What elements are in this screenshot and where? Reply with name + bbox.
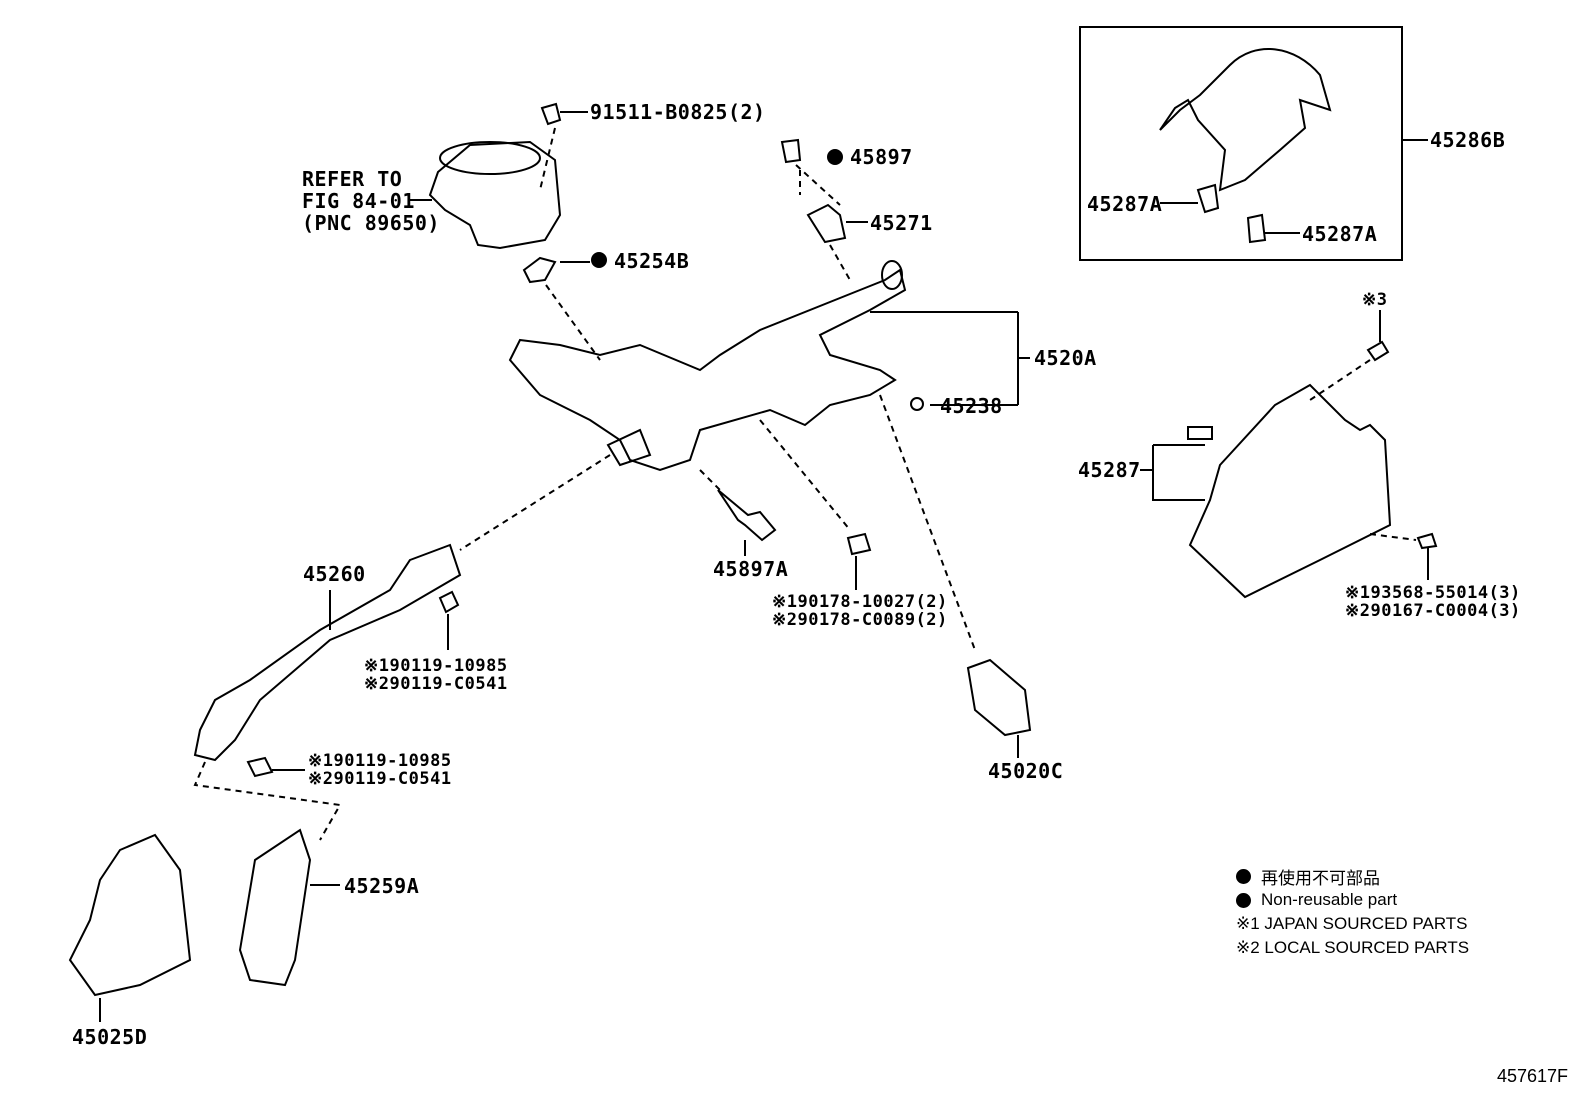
motor-bolt — [540, 102, 562, 126]
label-refer-to: REFER TO — [302, 167, 403, 191]
label-shaft-bolt-local-2: ※290119-C0541 — [308, 769, 452, 789]
label-shaft-bolt-japan-1: ※190119-10985 — [364, 656, 508, 676]
label-cover-screw-local: ※290167-C0004(3) — [1345, 601, 1521, 621]
label-45254B: 45254B — [614, 249, 690, 273]
label-refer-fig: FIG 84-01 — [302, 189, 415, 213]
grommet-45238 — [910, 397, 924, 411]
label-45020C: 45020C — [988, 759, 1064, 783]
upper-column-cover — [1159, 48, 1332, 192]
dust-boot-45025D — [68, 833, 192, 997]
legend-non-reusable-jp: 再使用不可部品 — [1261, 868, 1380, 888]
eps-motor — [428, 140, 562, 250]
label-4520A: 4520A — [1034, 346, 1097, 370]
label-91511-bolt: 91511-B0825(2) — [590, 100, 766, 124]
label-ref-3: ※3 — [1362, 290, 1388, 310]
bolt-45897A — [717, 489, 777, 542]
ecu-45020C — [966, 658, 1032, 737]
label-45260: 45260 — [303, 562, 366, 586]
label-45259A: 45259A — [344, 874, 420, 898]
legend-japan-sourced: ※1 JAPAN SOURCED PARTS — [1236, 914, 1468, 933]
steering-column — [508, 268, 907, 472]
legend-local-sourced: ※2 LOCAL SOURCED PARTS — [1236, 938, 1470, 957]
non-reusable-dot-icon — [1236, 868, 1251, 884]
non-reusable-dot-icon — [1236, 892, 1251, 908]
non-reusable-marker-45897 — [827, 149, 843, 165]
clip-45287A-left — [1196, 183, 1220, 214]
label-45271: 45271 — [870, 211, 933, 235]
figure-id: 457617F — [1496, 1066, 1568, 1086]
legend-non-reusable-en: Non-reusable part — [1261, 890, 1398, 909]
label-shaft-bolt-japan-2: ※190119-10985 — [308, 751, 452, 771]
legend-row-non-reusable-jp: 再使用不可部品 — [1236, 864, 1469, 888]
upper-cover-group-box — [1079, 26, 1403, 261]
cover-screw-bottom — [1416, 532, 1438, 550]
shaft-bolt-upper — [438, 590, 460, 614]
legend: 再使用不可部品 Non-reusable part ※1 JAPAN SOURC… — [1236, 864, 1469, 960]
label-nut-local: ※290178-C0089(2) — [772, 610, 948, 630]
intermediate-shaft — [193, 543, 462, 762]
label-45286B: 45286B — [1430, 128, 1506, 152]
label-45025D: 45025D — [72, 1025, 148, 1049]
clip-45254B — [522, 256, 557, 284]
cover-tag — [1187, 426, 1213, 440]
label-45287A-left: 45287A — [1087, 192, 1163, 216]
nut-90178 — [846, 532, 872, 556]
cover-screw-top — [1366, 340, 1390, 362]
label-45287: 45287 — [1078, 458, 1141, 482]
bolt-45897 — [780, 138, 802, 164]
label-shaft-bolt-local-1: ※290119-C0541 — [364, 674, 508, 694]
label-cover-screw-japan: ※193568-55014(3) — [1345, 583, 1521, 603]
lower-column-cover — [1188, 383, 1392, 599]
clip-45287A-right — [1246, 213, 1267, 244]
steering-boot-45259A — [238, 828, 312, 987]
non-reusable-marker-45254B — [591, 252, 607, 268]
legend-row-local: ※2 LOCAL SOURCED PARTS — [1236, 936, 1469, 960]
label-45287A-right: 45287A — [1302, 222, 1378, 246]
legend-row-japan: ※1 JAPAN SOURCED PARTS — [1236, 912, 1469, 936]
label-refer-pnc: (PNC 89650) — [302, 211, 440, 235]
label-45238: 45238 — [940, 394, 1003, 418]
shaft-bolt-lower — [246, 756, 274, 778]
bracket-45271 — [806, 203, 847, 244]
label-nut-japan: ※190178-10027(2) — [772, 592, 948, 612]
legend-row-non-reusable-en: Non-reusable part — [1236, 888, 1469, 912]
label-45897A: 45897A — [713, 557, 789, 581]
label-45897: 45897 — [850, 145, 913, 169]
